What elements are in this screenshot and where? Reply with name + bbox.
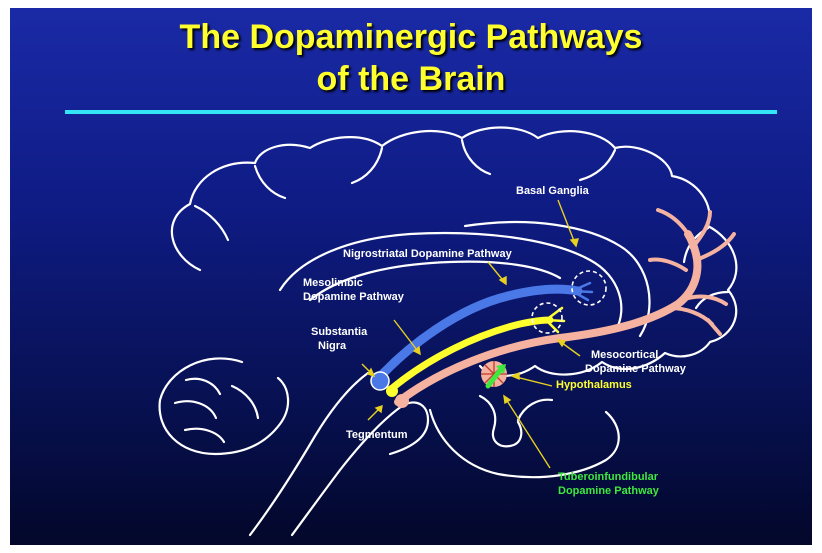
label-tegmentum: Tegmentum: [346, 428, 408, 442]
mesocortical-branch: [708, 320, 720, 334]
mesocortical-branch: [670, 308, 712, 324]
cortex-fold: [255, 166, 285, 198]
mesocortical-branch: [692, 212, 710, 248]
label-mesolimbic-line-1: Mesolimbic: [303, 276, 404, 290]
vta-node: [386, 385, 398, 397]
optic-region: [518, 400, 552, 420]
cerebellum-fold: [186, 379, 220, 394]
cortex-fold: [462, 140, 490, 174]
label-tuberoinfundibular: Tuberoinfundibular Dopamine Pathway: [558, 470, 659, 498]
label-mesolimbic: Mesolimbic Dopamine Pathway: [303, 276, 404, 304]
brainstem-right: [292, 406, 402, 535]
temporal-lobe: [430, 410, 619, 477]
cerebellum-fold: [232, 386, 258, 418]
label-substantia-line-2: Nigra: [311, 339, 367, 353]
brain-diagram: [10, 8, 812, 545]
label-tubero-line-1: Tuberoinfundibular: [558, 470, 659, 484]
label-mesocortical-line-1: Mesocortical: [585, 348, 686, 362]
label-hypothalamus: Hypothalamus: [556, 378, 632, 392]
cortex-fold: [352, 148, 382, 183]
cerebellum-outline: [160, 358, 288, 454]
cerebellum-fold: [175, 401, 216, 418]
label-nigrostriatal: Nigrostriatal Dopamine Pathway: [343, 247, 512, 261]
corpus-callosum-upper: [465, 222, 650, 336]
label-basal-ganglia: Basal Ganglia: [516, 184, 589, 198]
mesocortical-branch: [650, 259, 686, 270]
label-substantia-nigra: Substantia Nigra: [311, 325, 367, 353]
label-mesolimbic-line-2: Dopamine Pathway: [303, 290, 404, 304]
label-mesocortical-line-2: Dopamine Pathway: [585, 362, 686, 376]
cortex-fold: [580, 150, 615, 180]
cortex-fold: [195, 206, 228, 240]
pituitary-stalk: [480, 396, 521, 446]
tegmentum-node: [395, 394, 409, 408]
mesocortical-branch: [658, 210, 688, 234]
label-tubero-line-2: Dopamine Pathway: [558, 484, 659, 498]
label-substantia-line-1: Substantia: [311, 325, 367, 339]
label-mesocortical: Mesocortical Dopamine Pathway: [585, 348, 686, 376]
cerebellum-fold: [185, 429, 224, 442]
slide: The Dopaminergic Pathways of the Brain: [10, 8, 812, 545]
